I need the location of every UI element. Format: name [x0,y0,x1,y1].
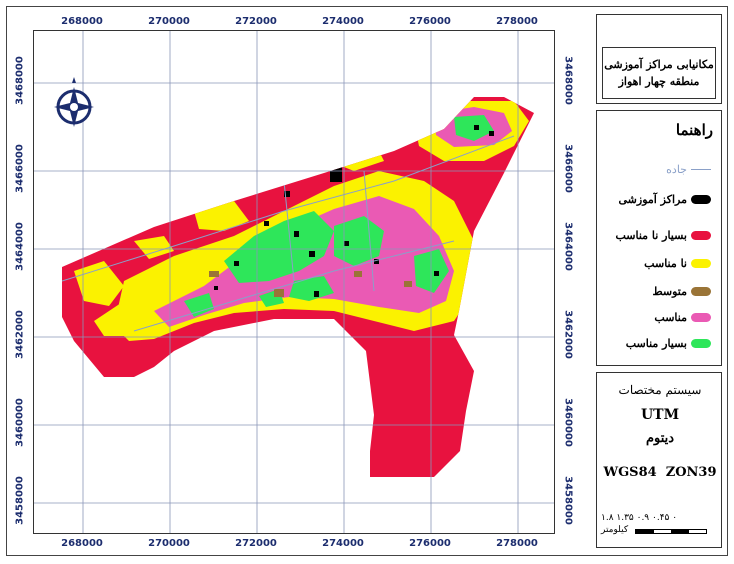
very-suitable-zone [184,115,494,317]
map-title-panel: مکانیابی مراکز آموزشی منطقه چهار اهواز [596,14,722,104]
y-tick-label-right: 3458000 [562,476,574,525]
x-tick-label-top: 274000 [322,16,364,27]
y-tick-label-right: 3460000 [562,398,574,447]
map-frame[interactable] [33,30,555,534]
scale-bar [635,529,707,534]
legend-label-road: جاده [666,163,687,176]
y-tick-label-right: 3462000 [562,310,574,359]
map-title: مکانیابی مراکز آموزشی منطقه چهار اهواز [602,47,716,99]
legend-label-schools: مراکز آموزشی [618,193,687,206]
legend-label-very-suitable: بسیار مناسب [625,337,687,350]
legend-label-moderate: متوسط [652,285,687,298]
y-tick-label-left: 3460000 [14,398,26,447]
y-tick-label-right: 3466000 [562,144,574,193]
map-title-line2: منطقه چهار اهواز [618,75,700,88]
suitable-swatch-icon [691,313,711,322]
datum-value: WGS84 ZON39 [603,465,717,480]
legend-label-very-unsuitable: بسیار نا مناسب [615,229,687,242]
x-tick-label-top: 276000 [409,16,451,27]
y-tick-label-left: 3458000 [14,476,26,525]
coord-system: UTM [640,407,680,423]
x-tick-label-top: 268000 [61,16,103,27]
legend-item-very-unsuitable: بسیار نا مناسب [615,229,711,242]
legend-item-moderate: متوسط [652,285,711,298]
legend-item-schools: مراکز آموزشی [619,193,711,206]
schools-swatch-icon [691,195,711,204]
legend-label-suitable: مناسب [654,311,687,324]
x-tick-label-bottom: 268000 [61,538,103,549]
legend-panel: راهنما جاده مراکز آموزشی بسیار نا مناسب … [596,110,722,366]
x-tick-label-top: 272000 [235,16,277,27]
y-tick-label-right: 3468000 [562,56,574,105]
legend-label-unsuitable: نا مناسب [644,257,687,270]
y-tick-label-right: 3464000 [562,222,574,271]
x-tick-label-bottom: 278000 [496,538,538,549]
roads-layer [62,135,515,332]
legend-item-very-suitable: بسیار مناسب [626,337,711,350]
x-tick-label-bottom: 272000 [235,538,277,549]
y-tick-label-left: 3466000 [14,144,26,193]
compass-rose-icon [54,77,94,127]
y-tick-label-left: 3464000 [14,222,26,271]
x-tick-label-top: 278000 [496,16,538,27]
coordinate-system-panel: سیستم مختصات UTM دیتوم WGS84 ZON39 ۱.۸ ۱… [596,372,722,548]
very-unsuitable-swatch-icon [691,231,711,240]
y-tick-label-left: 3468000 [14,56,26,105]
y-tick-label-left: 3462000 [14,310,26,359]
x-tick-label-bottom: 270000 [148,538,190,549]
map-canvas[interactable] [34,31,555,534]
coord-heading: سیستم مختصات [618,383,702,397]
coordinate-grid [34,31,554,533]
scale-bar-numbers: ۱.۸ ۱.۳۵ ۰.۹ ۰.۴۵ ۰ [601,513,678,523]
legend-item-unsuitable: نا مناسب [644,257,711,270]
datum-label: دیتوم [645,431,675,446]
x-tick-label-top: 270000 [148,16,190,27]
moderate-swatch-icon [691,287,711,296]
map-title-line1: مکانیابی مراکز آموزشی [604,58,714,71]
x-tick-label-bottom: 276000 [409,538,451,549]
unsuitable-swatch-icon [691,259,711,268]
moderate-zone [209,271,412,297]
legend-heading: راهنما [675,121,713,139]
map-layout-frame [6,6,728,556]
road-line-icon [691,169,711,170]
legend-item-road: جاده [666,163,711,176]
scale-bar-unit: کیلومتر [601,525,629,535]
very-suitable-swatch-icon [691,339,711,348]
x-tick-label-bottom: 274000 [322,538,364,549]
legend-item-suitable: مناسب [654,311,711,324]
